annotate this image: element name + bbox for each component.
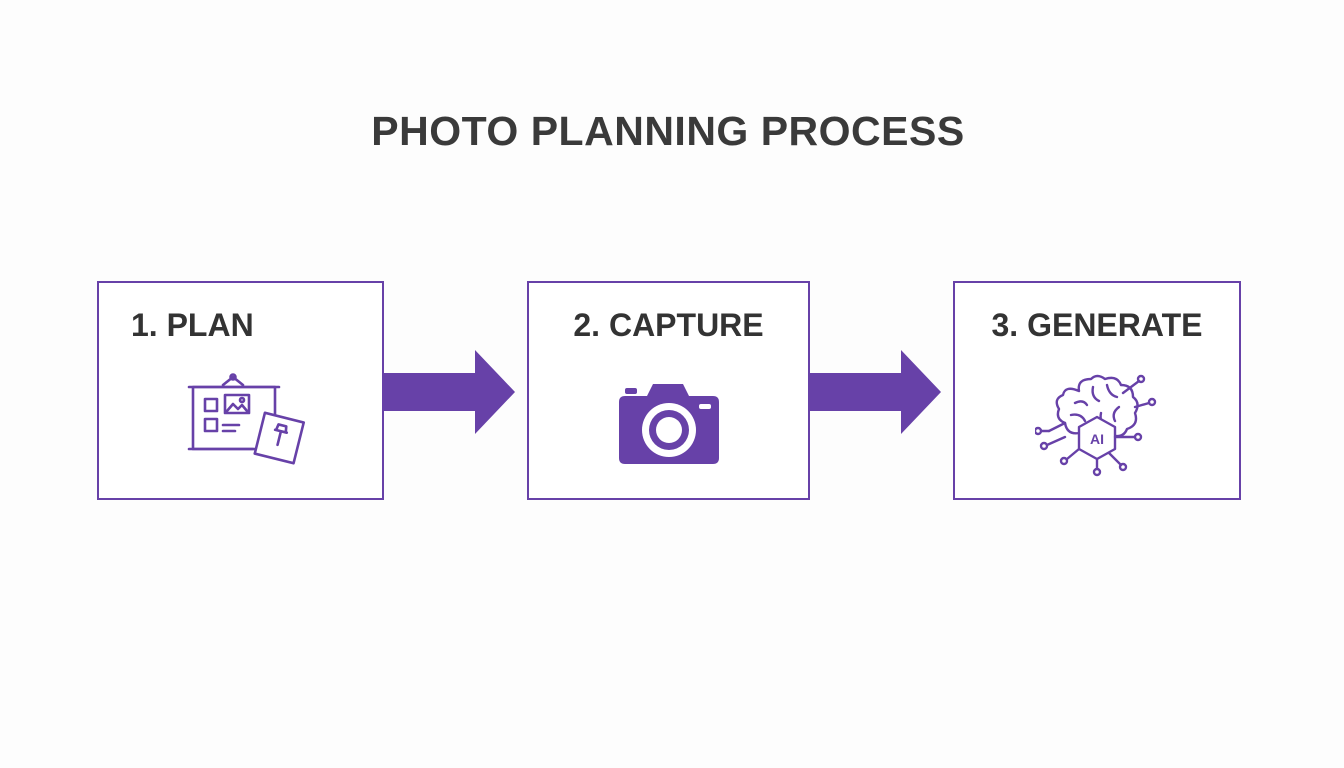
step-generate: 3. GENERATE AI <box>953 281 1241 500</box>
step-plan-label: 1. PLAN <box>131 307 254 343</box>
ai-brain-icon: AI <box>1035 374 1157 477</box>
planning-board-icon <box>187 373 306 465</box>
step-capture: 2. CAPTURE <box>527 281 810 500</box>
ai-chip-label: AI <box>1090 431 1104 447</box>
arrow-right-icon <box>383 350 515 434</box>
camera-icon <box>619 384 719 464</box>
arrow-right-icon <box>809 350 941 434</box>
step-plan: 1. PLAN <box>97 281 384 500</box>
step-generate-label: 3. GENERATE <box>991 307 1203 343</box>
diagram-title: PHOTO PLANNING PROCESS <box>371 108 965 154</box>
step-capture-label: 2. CAPTURE <box>573 307 764 343</box>
